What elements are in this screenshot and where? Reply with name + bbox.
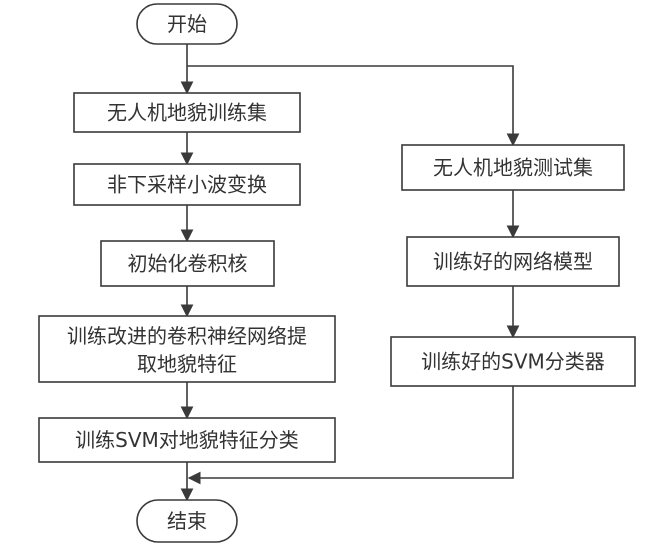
cnn-label-line2: 取地貌特征 <box>137 352 237 376</box>
connectors <box>180 44 520 502</box>
arrow-branch-to-test <box>187 65 520 147</box>
wavelet-node: 非下采样小波变换 <box>73 163 301 206</box>
init-kernel-node: 初始化卷积核 <box>100 240 275 287</box>
svm-train-node: 训练SVM对地貌特征分类 <box>38 417 336 463</box>
trained-svm-label: 训练好的SVM分类器 <box>421 350 605 374</box>
train-set-label: 无人机地貌训练集 <box>107 101 267 125</box>
start-label: 开始 <box>167 12 207 36</box>
cnn-node: 训练改进的卷积神经网络提 取地貌特征 <box>38 315 336 383</box>
wavelet-label: 非下采样小波变换 <box>107 173 267 197</box>
arrow-svm-to-merge <box>187 386 514 485</box>
trained-svm-node: 训练好的SVM分类器 <box>390 336 636 387</box>
init-kernel-label: 初始化卷积核 <box>128 252 248 276</box>
start-node: 开始 <box>136 3 238 45</box>
test-set-label: 无人机地貌测试集 <box>433 156 593 180</box>
test-set-node: 无人机地貌测试集 <box>401 144 625 191</box>
end-label: 结束 <box>167 509 207 533</box>
end-node: 结束 <box>136 499 238 543</box>
trained-model-node: 训练好的网络模型 <box>406 236 620 287</box>
cnn-label-line1: 训练改进的卷积神经网络提 <box>67 324 307 348</box>
svm-train-label: 训练SVM对地貌特征分类 <box>75 428 299 452</box>
trained-model-label: 训练好的网络模型 <box>433 250 593 274</box>
train-set-node: 无人机地貌训练集 <box>73 92 301 133</box>
